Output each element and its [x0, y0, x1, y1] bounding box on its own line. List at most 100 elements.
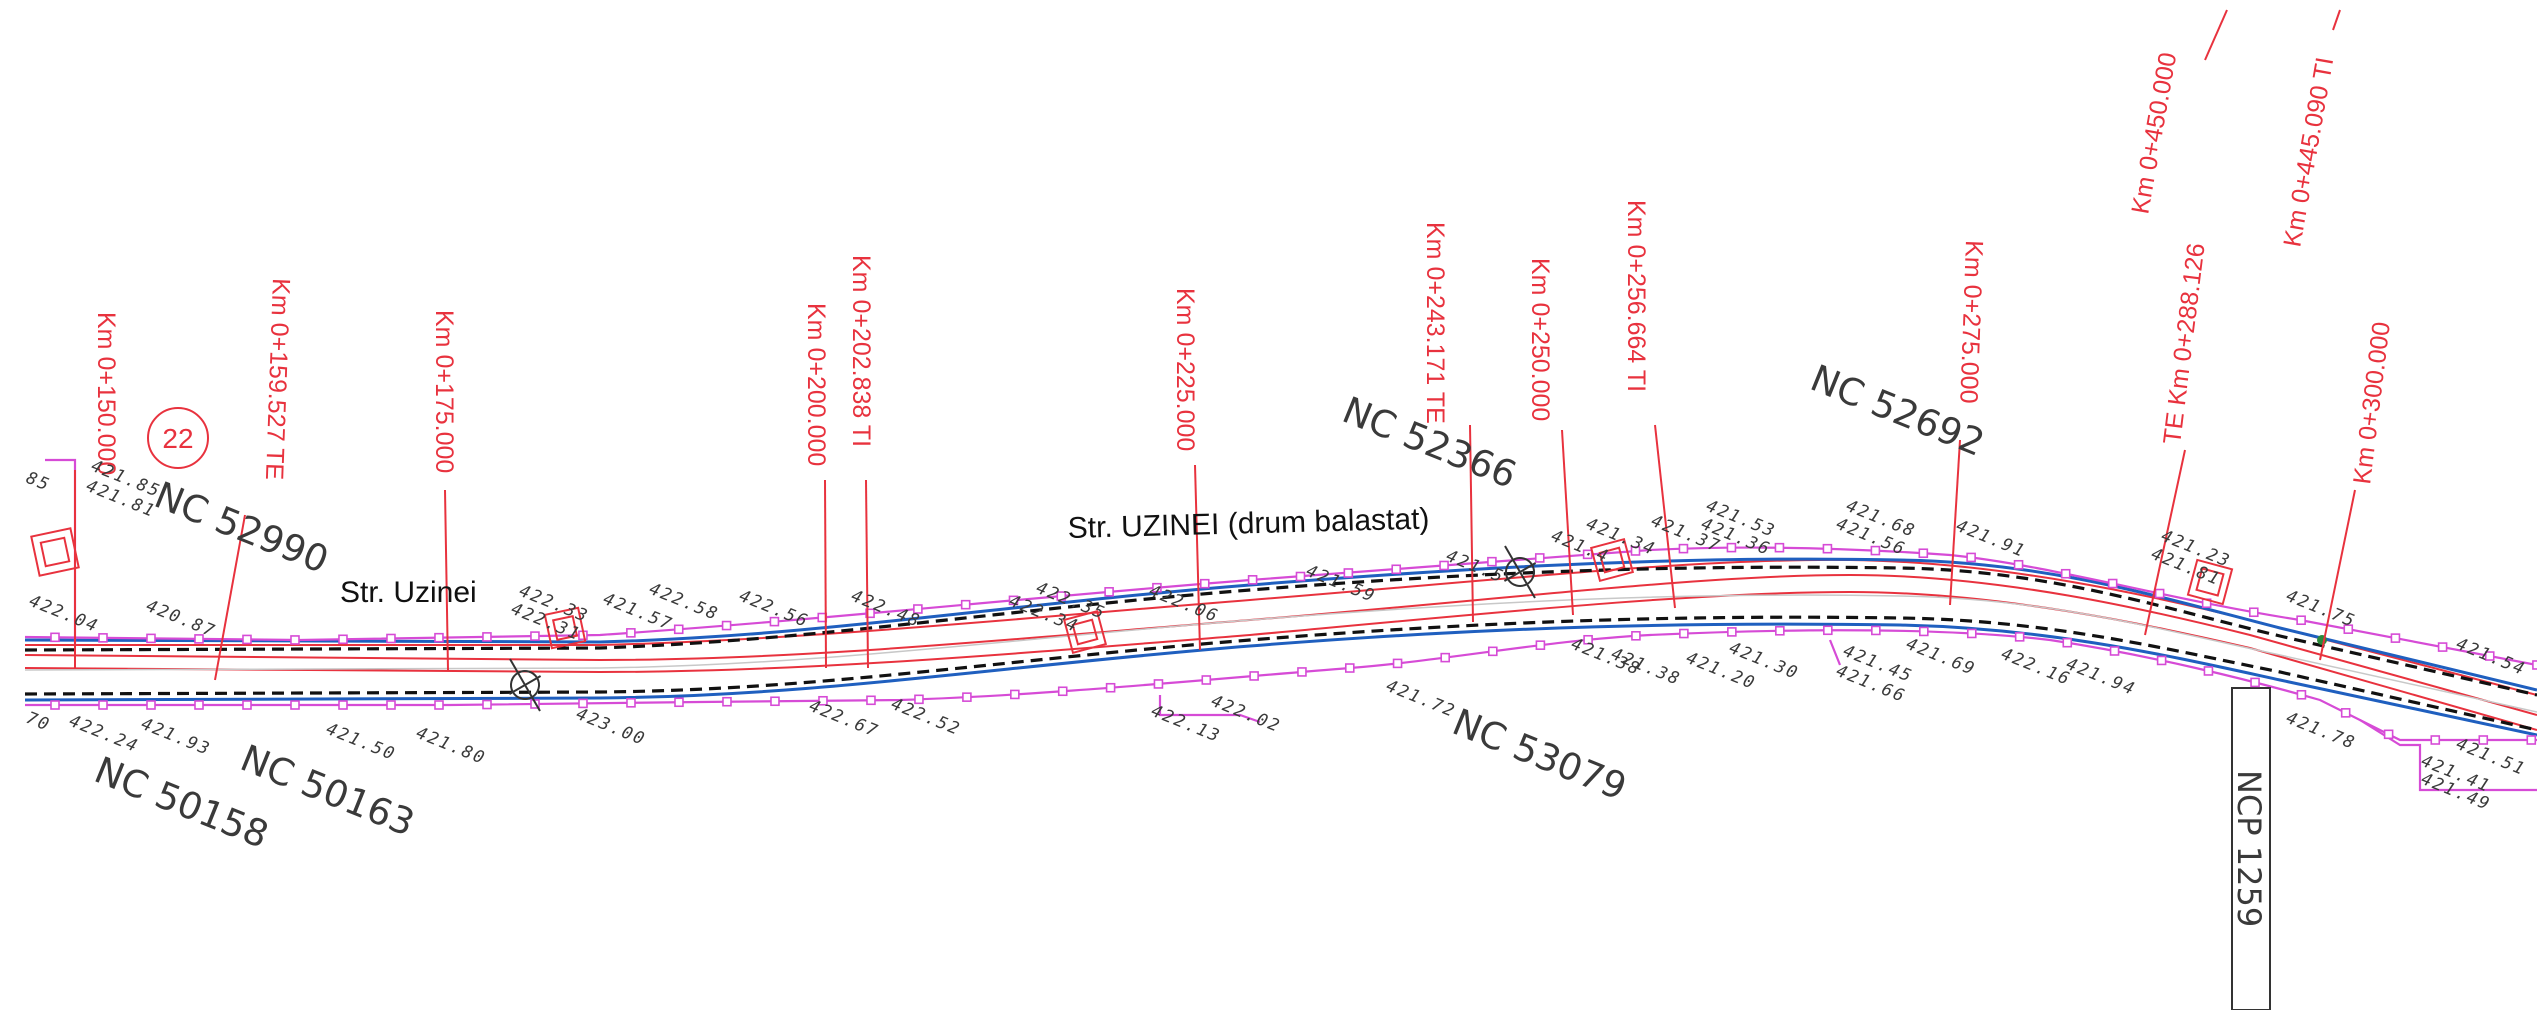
boundary-marker: [1534, 553, 1545, 563]
boundary-marker: [1105, 682, 1116, 693]
boundary-marker: [2109, 646, 2120, 656]
road-corridor: [24, 458, 2537, 792]
elevation-label: 421.75: [2283, 586, 2359, 632]
boundary-marker: [1010, 689, 1020, 700]
boundary-marker: [1774, 542, 1785, 553]
chainage-label: Km 0+450.000: [2126, 50, 2182, 216]
boundary-marker: [1057, 686, 1068, 697]
street-name: Str. Uzinei: [340, 576, 477, 609]
ncp-1259-parcel: NCP 1259: [2230, 687, 2271, 1010]
boundary-marker: [674, 697, 684, 708]
chainage-label: Km 0+243.171 TE: [1421, 222, 1449, 424]
elevation-label: 421.91: [1953, 516, 2029, 562]
elevation-label: 421.94: [2063, 654, 2139, 700]
chainage-label: Km 0+150.000: [92, 312, 120, 475]
boundary-marker: [1104, 587, 1114, 597]
curb-north: [24, 565, 2537, 697]
boundary-marker: [1487, 556, 1497, 567]
chainage-label: TE Km 0+288.126: [2158, 242, 2210, 446]
boundary-marker: [962, 692, 972, 702]
boundary-marker: [1392, 658, 1403, 669]
boundary-marker: [2060, 568, 2071, 579]
well-icon: [1589, 537, 1635, 583]
boundary-marker: [1871, 625, 1881, 636]
boundary-marker: [626, 698, 636, 708]
elevation-label: 421.38: [1608, 644, 1684, 690]
boundary-marker: [1344, 663, 1355, 673]
boundary-marker: [338, 700, 348, 710]
boundary-marker: [1199, 578, 1210, 589]
boundary-marker: [386, 700, 396, 710]
boundary-marker: [2014, 632, 2025, 642]
chainage-label: Km 0+445.090 TI: [2278, 55, 2339, 249]
elevation-label: 422.16: [1998, 644, 2074, 690]
boundary-marker: [482, 632, 492, 642]
well-icon: [1062, 609, 1108, 655]
elevation-label: 422.52: [888, 694, 964, 740]
boundary-marker: [1297, 667, 1307, 677]
boundary-marker: [1439, 560, 1449, 571]
well-icon: [30, 527, 80, 577]
boundary-marker: [1056, 591, 1067, 601]
well-icon: [2186, 558, 2234, 606]
boundary-marker: [242, 634, 252, 645]
boundary-marker: [2156, 655, 2167, 666]
boundary-marker: [865, 608, 875, 619]
road-axis: [24, 573, 2537, 716]
boundary-marker: [1822, 543, 1833, 554]
chainage-ticks: [74, 9, 2356, 681]
road-edge-north: [25, 558, 2537, 696]
chainage-label: Km 0+256.664 TI: [1622, 200, 1650, 392]
boundary-marker: [1966, 552, 1976, 563]
boundary-marker: [2343, 624, 2354, 634]
boundary-marker: [1583, 634, 1593, 645]
boundary-marker: [2484, 651, 2495, 661]
boundary-marker: [1391, 564, 1402, 575]
parcel-line-south: [1158, 695, 1261, 724]
boundary-marker: [146, 633, 156, 644]
boundary-marker: [1343, 568, 1354, 578]
elevation-label: 421.50: [323, 719, 399, 765]
road-centreline: [24, 594, 2537, 713]
boundary-marker: [578, 698, 588, 709]
boundary-marker: [1249, 671, 1259, 681]
boundary-marker: [2248, 607, 2259, 618]
boundary-marker: [194, 700, 204, 710]
boundary-marker: [913, 604, 923, 614]
boundary-marker: [2532, 660, 2537, 670]
nc-label: NC 53079: [1447, 700, 1633, 808]
boundary-marker: [338, 634, 348, 645]
boundary-marker: [194, 634, 204, 644]
boundary-marker: [1679, 628, 1689, 639]
boundary-marker: [1247, 575, 1258, 585]
boundary-marker: [2478, 735, 2489, 745]
nc-label: NC 52990: [149, 473, 335, 581]
sheet-number: 22: [162, 423, 193, 454]
boundary-marker: [1008, 595, 1019, 606]
elevation-label: 423.00: [573, 704, 649, 750]
boundary-marker: [2062, 637, 2073, 648]
boundary-marker: [290, 635, 300, 645]
boundary-marker: [721, 620, 732, 631]
boundary-marker: [146, 700, 156, 710]
boundary-marker: [2250, 677, 2260, 688]
chainage-label: Km 0+250.000: [1526, 258, 1554, 421]
chainage-label: Km 0+275.000: [1954, 240, 1988, 404]
boundary-marker: [50, 700, 60, 710]
elevation-label: 421.72: [1383, 676, 1459, 722]
curb-south: [24, 615, 2537, 732]
boundary-marker: [2430, 735, 2441, 745]
boundary-marker: [2013, 559, 2024, 570]
boundary-marker: [770, 696, 780, 707]
boundary-marker: [818, 695, 828, 706]
boundary-marker: [1678, 543, 1689, 554]
elevation-label: 422.04: [26, 591, 102, 637]
boundary-marker: [1870, 545, 1881, 556]
boundary-markers: [50, 542, 2537, 745]
boundary-marker: [1726, 542, 1737, 553]
pole-icon: [1503, 545, 1537, 599]
boundary-marker: [1201, 675, 1212, 685]
boundary-marker: [2296, 689, 2307, 700]
boundary-marker: [98, 633, 108, 643]
property-boundary-south: [25, 629, 2537, 742]
